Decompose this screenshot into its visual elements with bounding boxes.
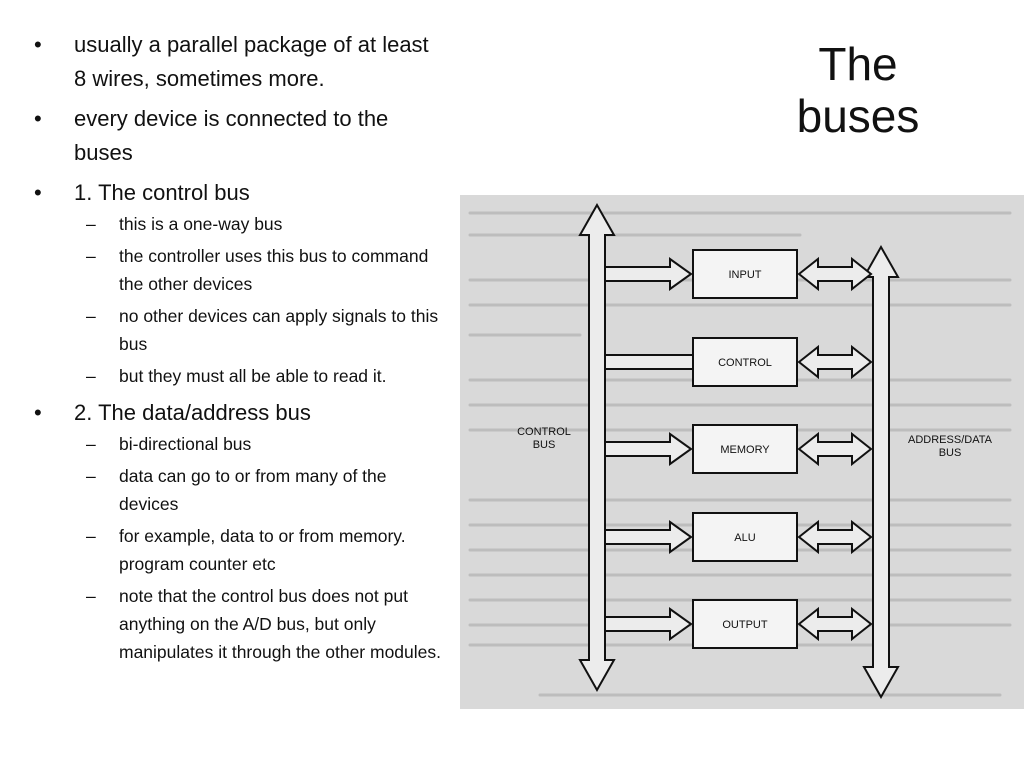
control-bus-arrow (578, 202, 616, 693)
control-module-label: CONTROL (718, 357, 772, 369)
bullet-dot: • (34, 106, 42, 131)
control-module-link (604, 354, 694, 370)
memory-module-label: MEMORY (720, 444, 770, 456)
sub-bullet-dash: – (86, 306, 96, 326)
slide-title: The buses (740, 38, 976, 142)
bus-diagram: INPUT CONTROL MEMORY ALU OUTPUT CONTROL … (468, 202, 1012, 700)
alu-module-box (692, 512, 798, 562)
bus-diagram-figure: INPUT CONTROL MEMORY ALU OUTPUT CONTROL … (460, 195, 1024, 709)
input-module-label: INPUT (729, 269, 762, 281)
sub-bullet-text: for example, data to or from memory. pro… (119, 526, 406, 574)
memory-module-box (692, 424, 798, 474)
sub-bullet-dash: – (86, 586, 96, 606)
sub-bullet-item: – note that the control bus does not put … (34, 582, 446, 666)
bullet-item: • 2. The data/address bus – bi-directiona… (34, 396, 446, 666)
control-to-output-arrow (604, 607, 693, 641)
sub-bullet-dash: – (86, 246, 96, 266)
control-bus-label-line-1: CONTROL (517, 426, 571, 438)
sub-bullet-item: – the controller uses this bus to command… (34, 242, 446, 298)
address-bus-label-line-1: ADDRESS/DATA (908, 434, 993, 446)
sub-bullet-item: – but they must all be able to read it. (34, 362, 446, 390)
title-line-2: buses (796, 90, 920, 142)
control-to-memory-arrow (604, 432, 693, 466)
sub-bullet-item: – no other devices can apply signals to … (34, 302, 446, 358)
sub-bullet-text: but they must all be able to read it. (119, 366, 387, 386)
control-to-input-arrow (604, 257, 693, 291)
sub-bullet-text: data can go to or from many of the devic… (119, 466, 387, 514)
bullet-list: • usually a parallel package of at least… (34, 28, 446, 672)
alu-module-label: ALU (734, 532, 755, 544)
address-data-connections (797, 256, 873, 642)
ad-control-arrow (797, 344, 873, 380)
bullet-item: • usually a parallel package of at least… (34, 28, 446, 96)
address-bus-label-line-2: BUS (939, 447, 962, 459)
sub-bullet-item: – this is a one-way bus (34, 210, 446, 238)
ad-memory-arrow (797, 431, 873, 467)
ad-input-arrow (797, 256, 873, 292)
control-connections (604, 257, 694, 641)
address-data-bus-arrow (862, 244, 900, 700)
bullet-item: • 1. The control bus – this is a one-way … (34, 176, 446, 390)
output-module-label: OUTPUT (722, 619, 768, 631)
sub-bullet-dash: – (86, 214, 96, 234)
bullet-dot: • (34, 32, 42, 57)
sub-bullet-dash: – (86, 434, 96, 454)
input-module-box (692, 249, 798, 299)
sub-bullet-dash: – (86, 466, 96, 486)
sub-bullet-dash: – (86, 526, 96, 546)
output-module-box (692, 599, 798, 649)
sub-bullet-text: no other devices can apply signals to th… (119, 306, 439, 354)
ad-alu-arrow (797, 519, 873, 555)
sub-bullet-text: this is a one-way bus (119, 214, 283, 234)
sub-bullet-list: – bi-directional bus – data can go to or f… (74, 430, 446, 666)
sub-bullet-list: – this is a one-way bus – the controller u… (74, 210, 446, 390)
bullet-dot: • (34, 400, 42, 425)
title-line-1: The (818, 38, 898, 90)
bullet-text: 1. The control bus (74, 180, 250, 205)
sub-bullet-text: note that the control bus does not put a… (119, 586, 441, 662)
ad-output-arrow (797, 606, 873, 642)
bullet-text: every device is connected to the buses (74, 106, 389, 165)
control-bus-label-line-2: BUS (533, 439, 556, 451)
bullet-text: 2. The data/address bus (74, 400, 311, 425)
bullet-dot: • (34, 180, 42, 205)
sub-bullet-item: – for example, data to or from memory. pr… (34, 522, 446, 578)
sub-bullet-text: bi-directional bus (119, 434, 252, 454)
sub-bullet-item: – bi-directional bus (34, 430, 446, 458)
sub-bullet-text: the controller uses this bus to command … (119, 246, 429, 294)
sub-bullet-dash: – (86, 366, 96, 386)
bullet-item: • every device is connected to the buses (34, 102, 446, 170)
sub-bullet-item: – data can go to or from many of the devi… (34, 462, 446, 518)
control-to-alu-arrow (604, 520, 693, 554)
bullet-text: usually a parallel package of at least 8… (74, 32, 429, 91)
